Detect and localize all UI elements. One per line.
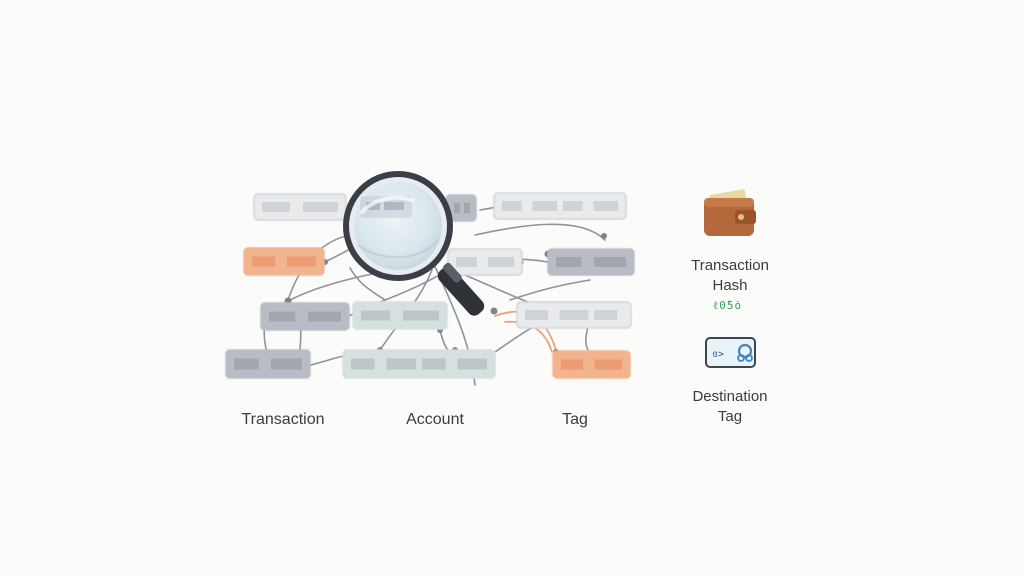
destination-tag-icon: ɞ> bbox=[705, 337, 756, 368]
record-block bbox=[547, 248, 635, 276]
column-label-transaction: Transaction bbox=[241, 411, 325, 428]
column-label-account: Account bbox=[406, 411, 464, 428]
record-block bbox=[447, 248, 523, 276]
connector-line bbox=[474, 223, 606, 241]
record-block bbox=[253, 193, 347, 221]
connector-line bbox=[349, 267, 386, 301]
record-block bbox=[342, 349, 496, 379]
connector-dot bbox=[490, 307, 498, 315]
record-block bbox=[493, 192, 627, 220]
wallet-icon bbox=[704, 189, 756, 236]
record-block bbox=[516, 301, 632, 329]
destination-tag-label: Destination Tag bbox=[692, 388, 768, 425]
connector-dot bbox=[601, 233, 607, 239]
connector-line bbox=[310, 355, 346, 366]
record-block bbox=[552, 350, 631, 379]
record-block bbox=[243, 247, 325, 276]
record-block bbox=[260, 302, 350, 331]
column-label-tag: Tag bbox=[562, 411, 588, 428]
magnifier-icon bbox=[343, 171, 485, 316]
transaction-hash-label: Transaction Hash bbox=[691, 257, 769, 294]
record-block bbox=[225, 349, 311, 379]
record-block bbox=[352, 301, 448, 330]
transaction-hash-glyphs: ℓ0̂5ȯ bbox=[713, 299, 742, 312]
record-blocks bbox=[225, 192, 635, 379]
connector-line bbox=[509, 279, 591, 301]
destination-tag-glyphs: ɞ> bbox=[712, 349, 724, 360]
